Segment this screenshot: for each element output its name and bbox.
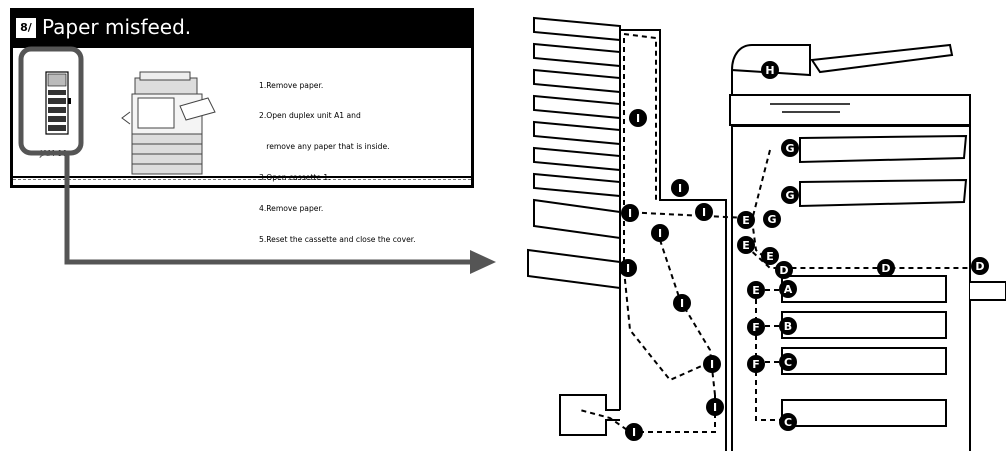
instruction-step: 3.Open cassette 1.: [259, 173, 416, 183]
jam-marker-d: D: [775, 261, 793, 279]
svg-text:I: I: [678, 182, 682, 195]
jam-marker-d: D: [877, 259, 895, 277]
svg-text:E: E: [742, 239, 750, 252]
svg-text:I: I: [626, 262, 630, 275]
svg-text:F: F: [752, 321, 760, 334]
svg-text:I: I: [636, 112, 640, 125]
svg-text:I: I: [710, 358, 714, 371]
svg-text:E: E: [766, 250, 774, 263]
jam-marker-i: I: [621, 204, 639, 222]
svg-text:D: D: [975, 260, 984, 273]
svg-text:F: F: [752, 358, 760, 371]
svg-text:D: D: [881, 262, 890, 275]
jam-marker-e: E: [761, 247, 779, 265]
svg-text:I: I: [702, 206, 706, 219]
machine-thumbnail-icon[interactable]: [44, 68, 72, 140]
svg-text:I: I: [632, 426, 636, 439]
svg-text:G: G: [785, 189, 794, 202]
instruction-step: 1.Remove paper.: [259, 81, 416, 91]
svg-text:G: G: [767, 213, 776, 226]
jam-marker-f: F: [747, 318, 765, 336]
instruction-step: 4.Remove paper.: [259, 204, 416, 214]
jam-marker-c: C: [779, 353, 797, 371]
jam-marker-d: D: [971, 257, 989, 275]
jam-marker-g: G: [781, 186, 799, 204]
jam-marker-a: A: [779, 280, 797, 298]
svg-text:A: A: [784, 283, 793, 296]
svg-text:C: C: [784, 416, 792, 429]
panel-title-bar: 8/ Paper misfeed.: [10, 8, 474, 46]
svg-text:G: G: [785, 142, 794, 155]
machine-illustration: [120, 68, 220, 178]
jam-marker-i: I: [651, 224, 669, 242]
jam-marker-i: I: [673, 294, 691, 312]
jam-marker-c: C: [779, 413, 797, 431]
jam-marker-e: E: [737, 211, 755, 229]
instruction-step: 5.Reset the cassette and close the cover…: [259, 235, 416, 245]
jam-marker-b: B: [779, 317, 797, 335]
svg-text:C: C: [784, 356, 792, 369]
svg-text:E: E: [752, 284, 760, 297]
paper-jam-icon: 8/: [16, 18, 36, 38]
jam-marker-i: I: [703, 355, 721, 373]
jam-marker-i: I: [671, 179, 689, 197]
instruction-step: 2.Open duplex unit A1 and: [259, 111, 416, 121]
operation-panel: 8/ Paper misfeed. JAM 00 1.Remove paper.…: [10, 8, 474, 188]
svg-text:D: D: [779, 264, 788, 277]
jam-marker-e: E: [737, 236, 755, 254]
jam-marker-i: I: [706, 398, 724, 416]
svg-text:B: B: [784, 320, 792, 333]
svg-text:I: I: [713, 401, 717, 414]
jam-marker-i: I: [695, 203, 713, 221]
jam-code: JAM 00: [40, 149, 67, 158]
instruction-list: 1.Remove paper. 2.Open duplex unit A1 an…: [259, 60, 416, 266]
jam-marker-i: I: [629, 109, 647, 127]
jam-marker-e: E: [747, 281, 765, 299]
svg-text:I: I: [680, 297, 684, 310]
jam-marker-i: I: [625, 423, 643, 441]
svg-text:I: I: [628, 207, 632, 220]
machine-cross-section: H G G G E E E E D D D A F B F C C I I I …: [520, 0, 1006, 451]
panel-title: Paper misfeed.: [42, 15, 191, 39]
instruction-step: remove any paper that is inside.: [259, 142, 416, 152]
jam-marker-h: H: [761, 61, 779, 79]
svg-text:H: H: [765, 64, 774, 77]
jam-marker-i: I: [619, 259, 637, 277]
jam-marker-f: F: [747, 355, 765, 373]
svg-text:I: I: [658, 227, 662, 240]
svg-text:E: E: [742, 214, 750, 227]
jam-marker-g: G: [781, 139, 799, 157]
jam-marker-g: G: [763, 210, 781, 228]
